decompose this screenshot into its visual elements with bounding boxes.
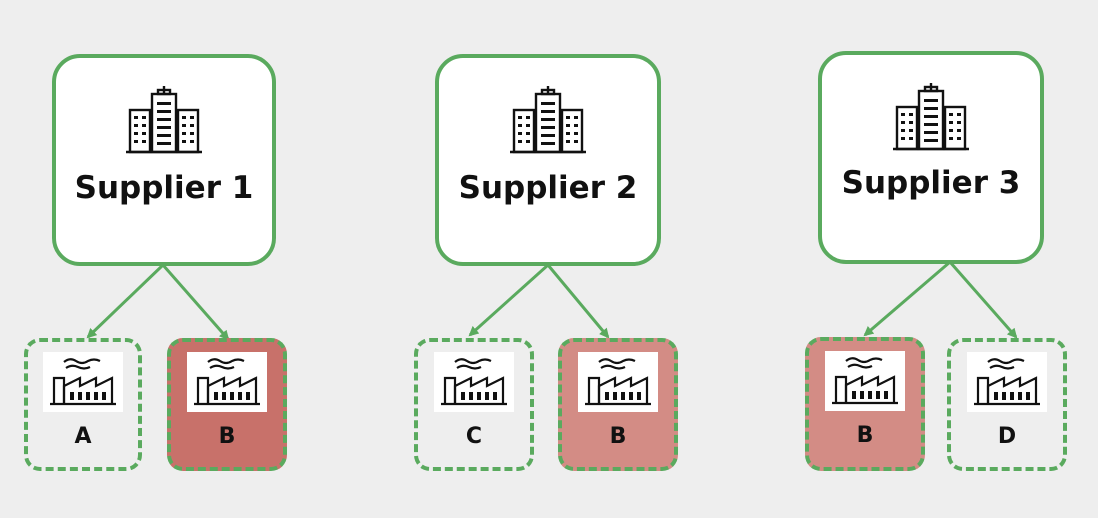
arrow-supplier3-to-d (948, 261, 1018, 339)
factory-icon (434, 352, 514, 412)
arrow-supplier3-to-b (863, 260, 951, 337)
plant-card-b: B (167, 338, 287, 471)
plant-label: C (465, 424, 483, 449)
supplier-card-3: Supplier 3 (818, 51, 1044, 264)
plant-card-b: B (805, 337, 925, 471)
office-building-icon (111, 82, 217, 158)
arrow-supplier1-to-b (161, 264, 230, 341)
plant-card-c: C (414, 338, 534, 471)
supplier-label: Supplier 3 (841, 165, 1021, 201)
supplier-label: Supplier 1 (74, 170, 254, 206)
plant-label: B (218, 424, 236, 449)
plant-label: D (997, 424, 1017, 449)
plant-label: B (856, 423, 874, 448)
plant-card-b: B (558, 338, 678, 471)
factory-icon (43, 352, 123, 412)
plant-label: B (609, 424, 627, 449)
supplier-label: Supplier 2 (458, 170, 638, 206)
supplier-card-2: Supplier 2 (435, 54, 661, 266)
arrow-supplier2-to-c (468, 263, 550, 337)
factory-icon (187, 352, 267, 412)
plant-card-a: A (24, 338, 142, 471)
office-building-icon (878, 79, 984, 155)
factory-icon (578, 352, 658, 412)
plant-label: A (74, 424, 92, 449)
office-building-icon (495, 82, 601, 158)
arrow-supplier1-to-a (86, 263, 165, 339)
factory-icon (967, 352, 1047, 412)
arrow-supplier2-to-b (546, 264, 610, 339)
supplier-card-1: Supplier 1 (52, 54, 276, 266)
plant-card-d: D (947, 338, 1067, 471)
factory-icon (825, 351, 905, 411)
